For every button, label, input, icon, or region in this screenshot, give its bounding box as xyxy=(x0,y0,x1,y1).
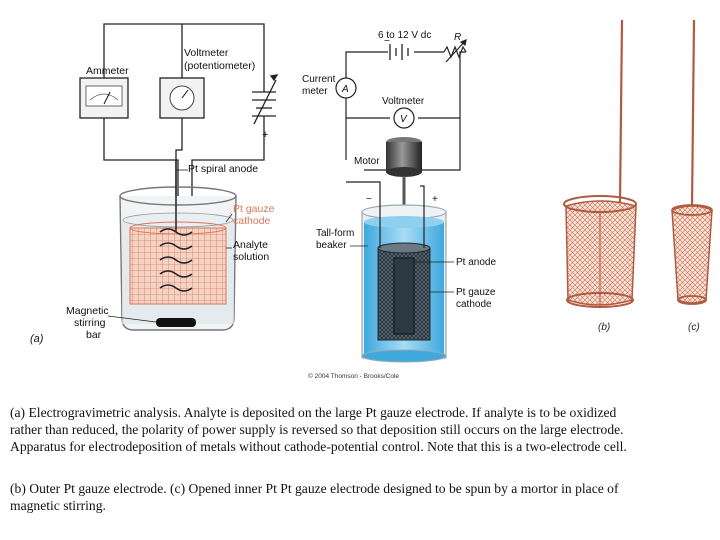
power-supply-a xyxy=(252,60,279,125)
copyright: © 2004 Thomson - Brooks/Cole xyxy=(308,372,399,380)
panel-label-c: (c) xyxy=(688,322,700,333)
battery-minus: − xyxy=(384,36,390,47)
caption-a-line-1: (a) Electrogravimetric analysis. Analyte… xyxy=(10,405,617,420)
cathode-sublabel-a: cathode xyxy=(233,215,271,227)
figure-right: (b) (c) xyxy=(563,19,713,333)
cathode-sublabel-mid: cathode xyxy=(456,299,492,310)
anode-label-mid: Pt anode xyxy=(456,257,496,268)
ammeter xyxy=(79,77,129,119)
beaker-label: Tall-form xyxy=(316,228,354,239)
motor-label: Motor xyxy=(354,156,380,167)
voltmeter-sublabel: (potentiometer) xyxy=(184,60,255,72)
battery-mid xyxy=(389,44,409,60)
stirrer-label-2: stirring xyxy=(74,317,106,329)
anode-label-a: Pt spiral anode xyxy=(188,163,258,175)
current-meter xyxy=(335,77,357,99)
voltmeter xyxy=(159,77,205,119)
stirrer-label: Magnetic xyxy=(66,305,109,317)
rheostat xyxy=(443,39,467,63)
beaker-plus: + xyxy=(432,194,438,205)
voltmeter-mid xyxy=(393,107,415,129)
beaker-sublabel: beaker xyxy=(316,240,347,251)
stirrer-label-3: bar xyxy=(86,329,102,341)
caption-b-line-1: (b) Outer Pt gauze electrode. (c) Opened… xyxy=(10,481,619,496)
voltmeter-mid-symbol: V xyxy=(400,114,408,125)
supply-label: 6 to 12 V dc xyxy=(378,30,431,41)
caption-a-line-3: Apparatus for electrodeposition of metal… xyxy=(10,439,627,454)
panel-label-b: (b) xyxy=(598,322,610,333)
caption-b: (b) Outer Pt gauze electrode. (c) Opened… xyxy=(10,480,710,514)
inner-gauze-electrode xyxy=(671,19,713,305)
beaker-a xyxy=(119,160,237,331)
caption-a-line-2: rather than reduced, the polarity of pow… xyxy=(10,422,624,437)
current-meter-sublabel: meter xyxy=(302,86,328,97)
ammeter-label: Ammeter xyxy=(86,65,129,77)
current-meter-symbol: A xyxy=(341,84,349,95)
analyte-label: Analyte xyxy=(233,239,268,251)
voltmeter-label: Voltmeter xyxy=(184,47,229,59)
supply-plus-a: + xyxy=(262,129,268,141)
figure-middle: − 6 to 12 V dc R A Current meter V Voltm… xyxy=(302,30,496,380)
voltmeter-mid-label: Voltmeter xyxy=(382,96,425,107)
resistor-label: R xyxy=(454,32,461,43)
analyte-sublabel: solution xyxy=(233,251,269,263)
caption-b-line-2: magnetic stirring. xyxy=(10,498,106,513)
cathode-label-mid: Pt gauze xyxy=(456,287,496,298)
current-meter-label: Current xyxy=(302,74,336,85)
panel-label-a: (a) xyxy=(30,333,44,345)
beaker-minus: − xyxy=(366,194,372,205)
caption-a: (a) Electrogravimetric analysis. Analyte… xyxy=(10,404,710,455)
beaker-mid xyxy=(361,196,447,363)
figure-a: Ammeter Voltmeter (potentiometer) + xyxy=(30,23,279,345)
cathode-label-a: Pt gauze xyxy=(233,203,275,215)
outer-gauze-electrode xyxy=(563,19,637,308)
